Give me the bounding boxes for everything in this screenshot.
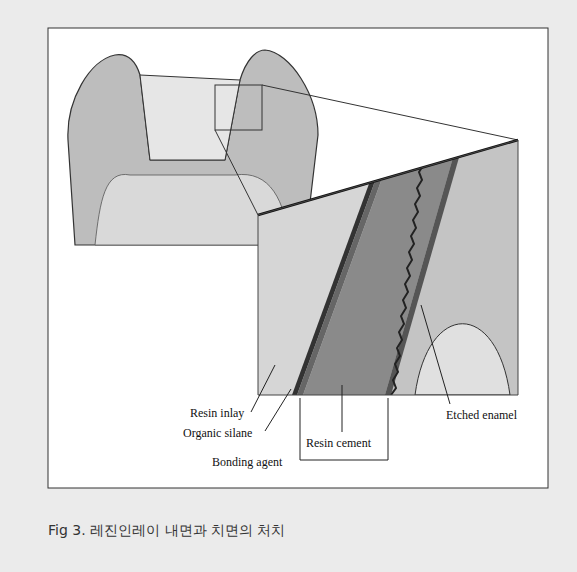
part-label: Resin inlay [190,406,244,420]
zoom-frame [258,140,518,395]
part-label: Organic silane [183,426,252,440]
part-label: Resin cement [306,436,371,450]
zoom-line [215,130,258,215]
zoom-line [262,85,518,140]
figure-frame [48,28,548,488]
leader-line [342,385,343,432]
bracket [300,398,388,460]
part-label: Bonding agent [212,455,282,469]
leader-line [251,365,275,412]
inlay-small [140,75,240,160]
figure-caption: Fig 3. 레진인레이 내면과 치면의 처치 [48,521,285,539]
leader-line [421,305,450,404]
leader-line [265,389,291,431]
etched-enamel-line [391,140,426,395]
zoom-view [258,140,518,395]
enamel [258,140,518,395]
zoom-box [215,85,262,130]
part-label: Etched enamel [446,408,517,422]
